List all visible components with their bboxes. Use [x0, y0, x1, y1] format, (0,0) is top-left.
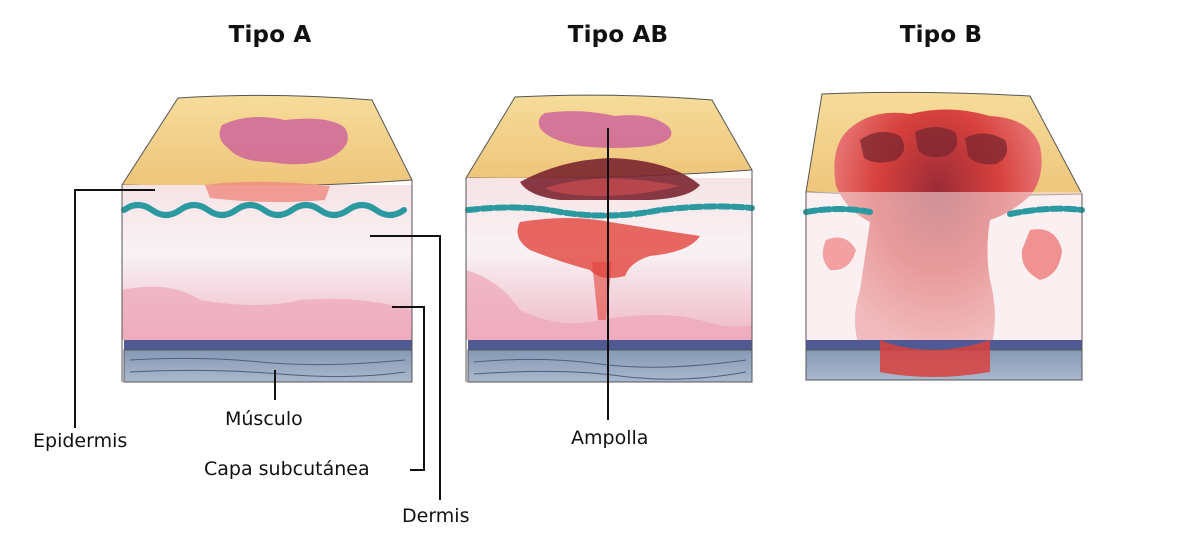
- title-type-ab: Tipo AB: [568, 22, 669, 48]
- label-epidermis: Epidermis: [33, 430, 127, 452]
- label-musculo: Músculo: [225, 408, 303, 430]
- skin-block-type-b: [806, 92, 1082, 380]
- subcutaneous-layer: [124, 340, 412, 350]
- title-type-a: Tipo A: [229, 22, 312, 48]
- skin-block-type-a: [122, 95, 412, 382]
- subcutaneous-layer: [806, 340, 1082, 350]
- subcutaneous-layer: [468, 340, 752, 350]
- muscle-layer: [124, 350, 412, 382]
- label-capa-subcutanea: Capa subcutánea: [204, 458, 370, 480]
- title-type-b: Tipo B: [900, 22, 983, 48]
- label-ampolla: Ampolla: [571, 427, 648, 449]
- label-dermis: Dermis: [402, 505, 469, 527]
